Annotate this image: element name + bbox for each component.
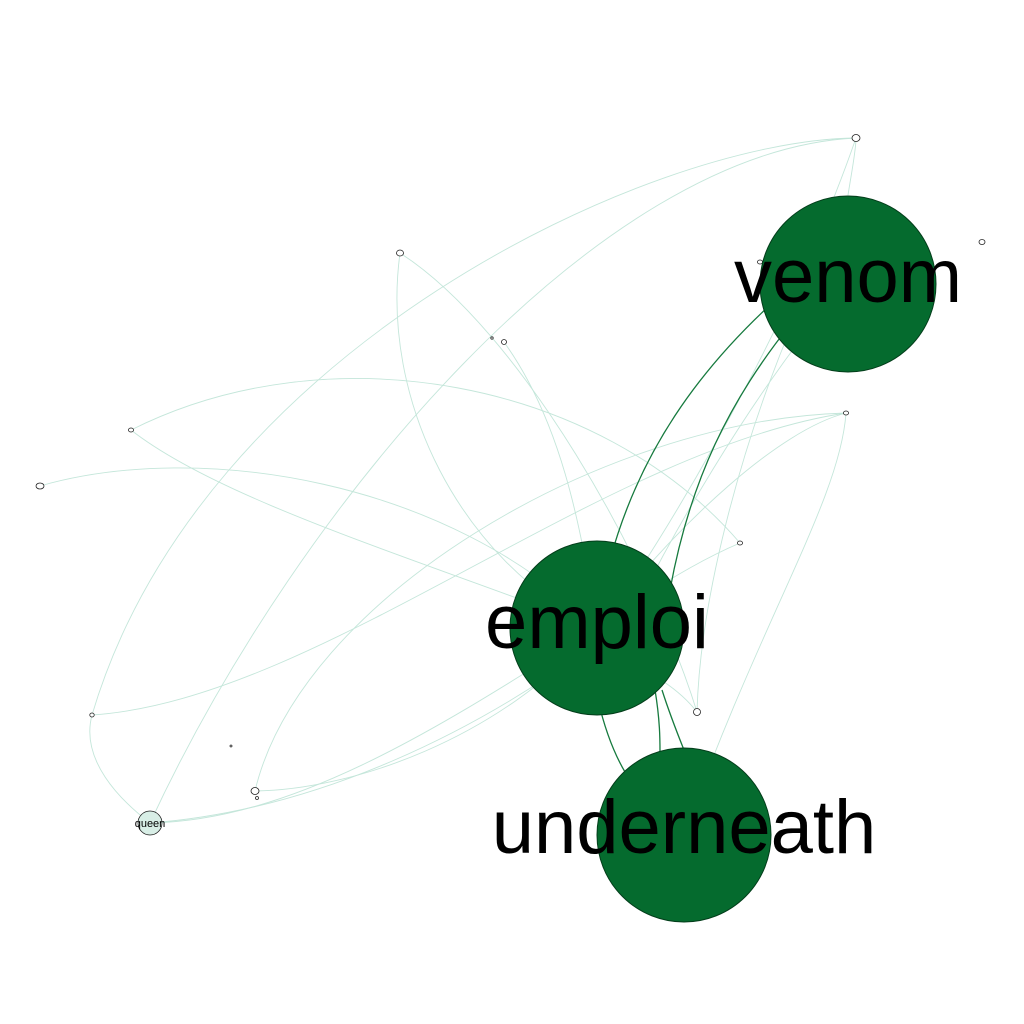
node-n15[interactable] xyxy=(250,787,260,795)
edge-n14-queen xyxy=(89,714,151,824)
node-n12[interactable] xyxy=(693,708,701,716)
node-n6[interactable] xyxy=(978,239,986,245)
node-n5[interactable] xyxy=(35,482,45,490)
edge-n5-emploi xyxy=(39,467,598,629)
node-emploi-label: emploi xyxy=(485,580,709,665)
edge-n15-n9 xyxy=(254,412,847,792)
node-venom-label: venom xyxy=(734,234,962,319)
edge-n14-n1 xyxy=(91,137,857,716)
node-underneath[interactable] xyxy=(596,747,772,923)
node-n4[interactable] xyxy=(128,427,134,433)
node-n13[interactable] xyxy=(229,744,233,748)
node-venom[interactable] xyxy=(759,195,937,373)
node-n2[interactable] xyxy=(396,249,404,257)
node-n16[interactable] xyxy=(255,796,259,800)
node-n10[interactable] xyxy=(737,540,743,546)
node-n3[interactable] xyxy=(501,339,507,345)
node-n9[interactable] xyxy=(843,410,849,416)
node-queen[interactable] xyxy=(137,810,163,836)
node-n8[interactable] xyxy=(490,336,494,340)
edge-n14-n9 xyxy=(91,412,847,716)
edge-emploi-underneath-b xyxy=(654,689,661,753)
edge-venom-emploi-a xyxy=(609,304,771,561)
edge-n9-underneath xyxy=(683,412,847,836)
node-n1[interactable] xyxy=(851,134,861,142)
node-underneath-label: underneath xyxy=(492,785,877,870)
node-emploi[interactable] xyxy=(509,540,685,716)
edge-n4-n10 xyxy=(130,378,741,544)
node-queen-label: queen xyxy=(135,818,166,830)
edge-emploi-underneath-c xyxy=(661,689,685,751)
edge-venom-emploi-b xyxy=(669,324,791,591)
node-n14[interactable] xyxy=(89,712,95,718)
edge-venom-n12 xyxy=(696,329,791,713)
edge-queen-n1 xyxy=(149,137,857,824)
strong-edges xyxy=(597,304,791,773)
